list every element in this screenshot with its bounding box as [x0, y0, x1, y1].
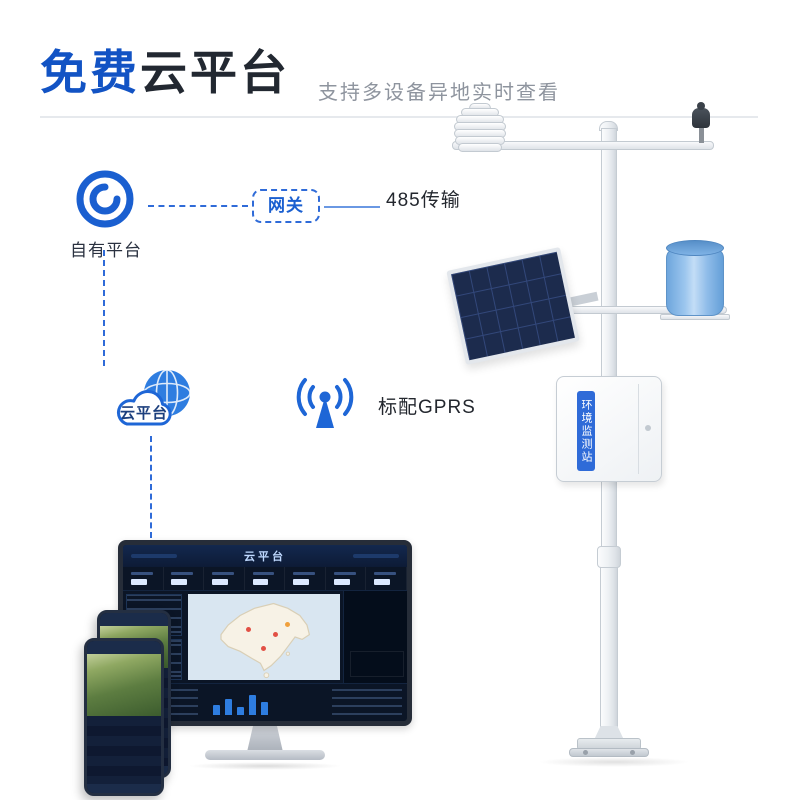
mini-bar — [261, 702, 268, 715]
monitor-shadow — [188, 762, 342, 770]
page-subtitle: 支持多设备异地实时查看 — [318, 82, 560, 104]
rain-gauge — [666, 248, 724, 316]
connector-gateway-to-rs485 — [324, 206, 380, 208]
station-pole-upper — [601, 128, 617, 552]
cloud-platform-label: 云平台 — [120, 405, 169, 422]
mini-bar — [249, 695, 256, 715]
stat-cell — [164, 567, 205, 590]
station-top-crossbar — [452, 141, 714, 150]
stat-cell — [123, 567, 164, 590]
title-highlight: 免费 — [40, 46, 140, 99]
station-ground-shadow — [538, 757, 690, 767]
title-rest: 云平台 — [140, 46, 290, 99]
map-marker — [245, 626, 251, 632]
map-marker — [273, 631, 279, 637]
own-platform-label: 自有平台 — [70, 241, 142, 260]
station-pole-lower — [600, 566, 618, 738]
dashboard-bottom-chart — [203, 684, 327, 721]
wind-sensor — [692, 108, 710, 128]
stat-cell — [285, 567, 326, 590]
wind-sensor-knob — [697, 102, 705, 110]
dashboard-header-deco-right — [353, 554, 399, 558]
connector-own-to-gateway — [148, 205, 248, 207]
dashboard-header-deco-left — [131, 554, 177, 558]
wind-sensor-post — [699, 126, 704, 143]
phone-data-list — [87, 716, 161, 784]
pole-base-plate — [569, 748, 649, 757]
stat-cell — [326, 567, 367, 590]
stat-cell — [245, 567, 286, 590]
map-marker — [285, 621, 291, 627]
phone-field-photo — [87, 654, 161, 716]
dashboard-stats-row — [123, 567, 407, 591]
rain-gauge-rim — [666, 240, 724, 256]
phone-app-header — [100, 613, 168, 626]
connector-own-to-cloud — [103, 250, 105, 366]
rs485-label: 485传输 — [386, 190, 461, 211]
mini-bar — [213, 705, 220, 715]
gprs-label: 标配GPRS — [378, 397, 476, 418]
dashboard-title: 云平台 — [244, 551, 286, 563]
pole-coupling — [597, 546, 621, 568]
control-cabinet: 环境监测站 — [556, 376, 662, 482]
gateway-box: 网关 — [252, 189, 320, 223]
base-bolt — [583, 750, 588, 755]
cabinet-knob — [645, 425, 651, 431]
radiation-shield-sensor — [454, 103, 506, 152]
phone-nav-bar — [87, 784, 161, 793]
header-divider — [40, 116, 758, 118]
antenna-signal-icon — [296, 370, 354, 437]
base-bolt — [630, 750, 635, 755]
stat-cell — [204, 567, 245, 590]
cabinet-label: 环境监测站 — [577, 391, 595, 471]
shield-plate — [458, 143, 502, 152]
map-marker — [260, 645, 266, 651]
page-title: 免费云平台 — [40, 34, 290, 103]
phone-mockup-front — [84, 638, 164, 796]
stat-cell — [366, 567, 407, 590]
monitor-stand-neck — [247, 724, 283, 752]
dashboard-header: 云平台 — [123, 545, 407, 567]
phone-app-header — [87, 641, 161, 654]
china-map — [188, 594, 340, 680]
solar-panel — [446, 246, 580, 366]
own-platform-logo-icon — [74, 168, 136, 235]
monitor-stand-base — [205, 750, 325, 760]
pole-base-cone — [594, 726, 624, 740]
connector-cloud-to-monitor — [150, 436, 152, 538]
dashboard-right-column — [343, 591, 407, 683]
cloud-globe-icon — [112, 366, 196, 437]
cabinet-door-seam — [638, 384, 639, 474]
mini-bar — [225, 699, 232, 715]
mini-bar — [237, 707, 244, 715]
dashboard-bottom-list — [332, 689, 402, 716]
